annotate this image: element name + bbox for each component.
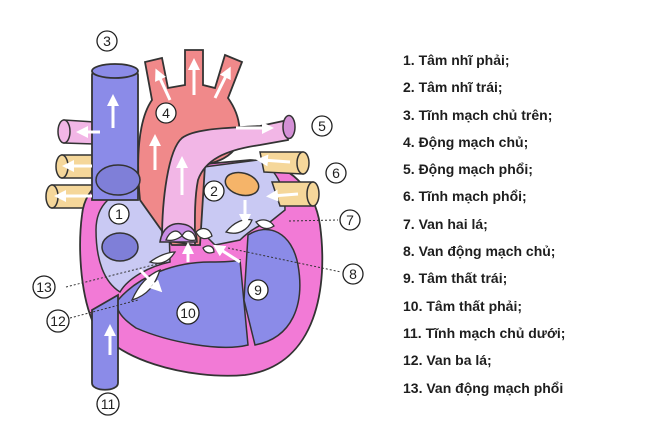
pulmonary-trunk bbox=[161, 118, 289, 247]
left-ventricle bbox=[243, 228, 301, 346]
svc-opening bbox=[95, 164, 141, 196]
legend-item: 6. Tĩnh mạch phổi; bbox=[403, 188, 527, 205]
flow-arrows bbox=[54, 58, 299, 355]
callout-4-label: 4 bbox=[162, 105, 170, 121]
callout-13-label: 13 bbox=[36, 279, 52, 295]
callout-6-label: 6 bbox=[332, 165, 340, 181]
callout-4: 4 bbox=[155, 102, 177, 124]
legend-item: 2. Tâm nhĩ trái; bbox=[403, 79, 503, 96]
legend-item: 9. Tâm thất trái; bbox=[403, 270, 508, 287]
callout-9: 9 bbox=[247, 279, 269, 301]
pulmonary-artery-opening bbox=[282, 114, 296, 140]
callout-2-label: 2 bbox=[210, 183, 218, 199]
callout-8-label: 8 bbox=[349, 266, 357, 282]
legend-item: 5. Động mạch phổi; bbox=[403, 161, 533, 178]
callout-7: 7 bbox=[339, 209, 361, 231]
callout-6: 6 bbox=[325, 162, 347, 184]
callout-1: 1 bbox=[108, 203, 130, 225]
legend-item: 1. Tâm nhĩ phải; bbox=[403, 52, 510, 68]
callout-11-label: 11 bbox=[101, 396, 116, 412]
callout-5: 5 bbox=[311, 115, 333, 137]
pulmonary-valve bbox=[165, 230, 197, 242]
callout-10: 10 bbox=[176, 301, 200, 325]
callout-12-label: 12 bbox=[50, 313, 66, 329]
leader-lines bbox=[65, 219, 342, 319]
callout-9-label: 9 bbox=[254, 282, 262, 298]
legend-item: 12. Van ba lá; bbox=[403, 352, 492, 369]
pulmonary-veins-right bbox=[259, 151, 320, 207]
legend-item: 8. Van động mạch chủ; bbox=[403, 243, 556, 260]
legend-list: 1. Tâm nhĩ phải; 2. Tâm nhĩ trái; 3. Tĩn… bbox=[403, 47, 565, 402]
legend-item: 4. Động mạch chủ; bbox=[403, 133, 529, 150]
callout-2: 2 bbox=[203, 180, 225, 202]
superior-vena-cava-top bbox=[91, 63, 139, 79]
callout-3: 3 bbox=[96, 30, 118, 52]
callout-12: 12 bbox=[46, 309, 70, 333]
legend-item: 11. Tĩnh mạch chủ dưới; bbox=[403, 324, 566, 341]
aortic-valve bbox=[195, 227, 215, 254]
pulmonary-vein-opening bbox=[224, 171, 260, 197]
callout-11: 11 bbox=[96, 392, 120, 416]
callout-3-label: 3 bbox=[103, 33, 111, 49]
callout-8: 8 bbox=[342, 263, 364, 285]
callout-13: 13 bbox=[32, 275, 56, 299]
callout-1-label: 1 bbox=[115, 206, 123, 222]
callout-5-label: 5 bbox=[318, 118, 326, 134]
inferior-vena-cava bbox=[91, 293, 119, 391]
legend-item: 10. Tâm thất phải; bbox=[403, 297, 523, 314]
legend-item: 13. Van động mạch phổi bbox=[403, 379, 564, 396]
legend-item: 7. Van hai lá; bbox=[403, 215, 488, 232]
callout-7-label: 7 bbox=[346, 212, 354, 228]
legend-item: 3. Tĩnh mạch chủ trên; bbox=[403, 106, 553, 123]
ivc-opening bbox=[101, 232, 139, 262]
callout-10-label: 10 bbox=[180, 305, 196, 321]
